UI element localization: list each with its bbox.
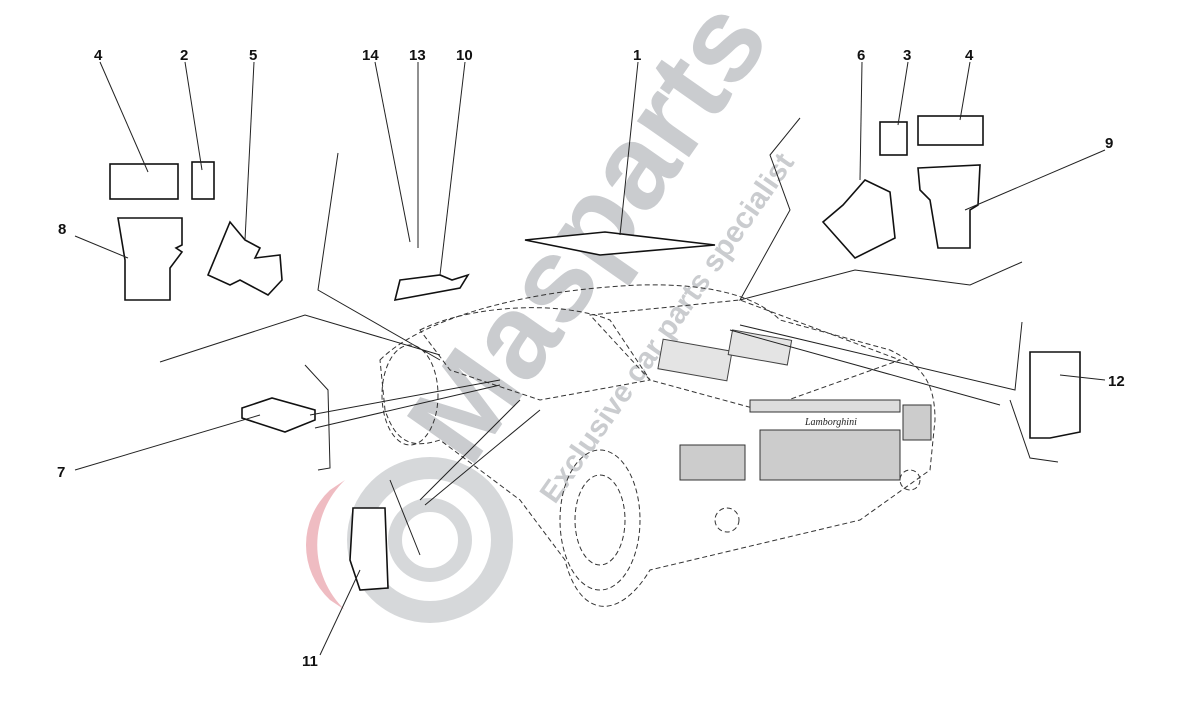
part-12[interactable] xyxy=(1029,351,1081,439)
part-10[interactable] xyxy=(393,273,470,302)
part-7[interactable] xyxy=(241,397,316,433)
part-1[interactable] xyxy=(524,231,716,256)
car-badge: Lamborghini xyxy=(804,417,857,428)
part-4-right[interactable] xyxy=(917,115,984,146)
callout-14: 14 xyxy=(362,47,379,64)
part-11[interactable] xyxy=(349,507,389,591)
callouts: 4 2 5 14 13 10 1 6 3 4 9 8 12 7 11 xyxy=(57,47,1125,670)
callout-3: 3 xyxy=(903,47,911,64)
callout-11: 11 xyxy=(302,653,318,670)
part-2[interactable] xyxy=(191,161,215,200)
car-outline: Lamborghini xyxy=(379,284,936,607)
callout-1: 1 xyxy=(633,47,641,64)
callout-2: 2 xyxy=(180,47,188,64)
part-6[interactable] xyxy=(821,179,896,259)
part-4-left[interactable] xyxy=(109,163,179,200)
watermark-logo-core xyxy=(388,498,472,582)
callout-13: 13 xyxy=(409,47,426,64)
callout-8: 8 xyxy=(58,221,66,238)
part-3[interactable] xyxy=(879,121,908,156)
part-8[interactable] xyxy=(117,217,184,301)
callout-9: 9 xyxy=(1105,135,1113,152)
callout-6: 6 xyxy=(857,47,865,64)
part-5[interactable] xyxy=(206,220,283,296)
callout-4-right: 4 xyxy=(965,47,974,64)
part-9[interactable] xyxy=(917,164,981,249)
callout-7: 7 xyxy=(57,464,65,481)
parts xyxy=(109,115,1081,591)
callout-5: 5 xyxy=(249,47,257,64)
leader-lines xyxy=(74,61,1106,656)
callout-10: 10 xyxy=(456,47,473,64)
callout-12: 12 xyxy=(1108,373,1125,390)
callout-4-left: 4 xyxy=(94,47,103,64)
watermark-logo-accent xyxy=(305,480,345,610)
